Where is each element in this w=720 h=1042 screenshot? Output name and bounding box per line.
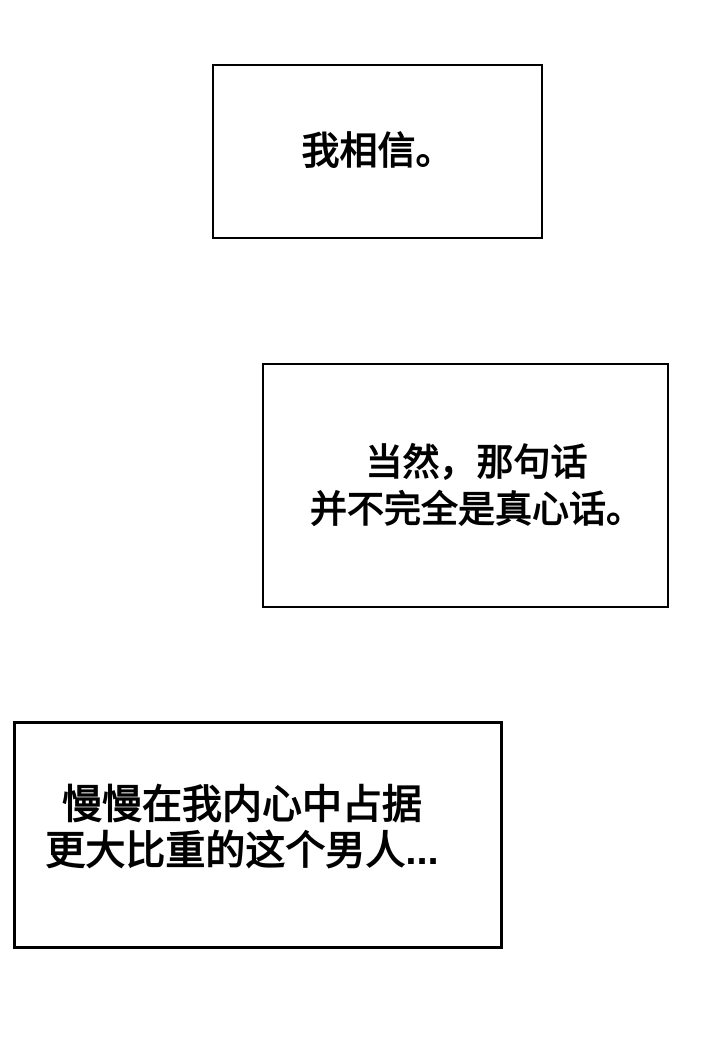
- caption-text-line: 当然，那句话: [365, 441, 588, 483]
- caption-text-line: 更大比重的这个男人...: [45, 829, 439, 873]
- caption-box-2: 当然，那句话 并不完全是真心话。: [262, 363, 669, 608]
- caption-text-line: 并不完全是真心话。: [310, 488, 643, 530]
- caption-text-line: 我相信。: [301, 130, 454, 173]
- caption-text-line: 慢慢在我内心中占据: [62, 783, 422, 827]
- caption-box-1: 我相信。: [212, 64, 543, 239]
- caption-box-3: 慢慢在我内心中占据 更大比重的这个男人...: [13, 721, 503, 949]
